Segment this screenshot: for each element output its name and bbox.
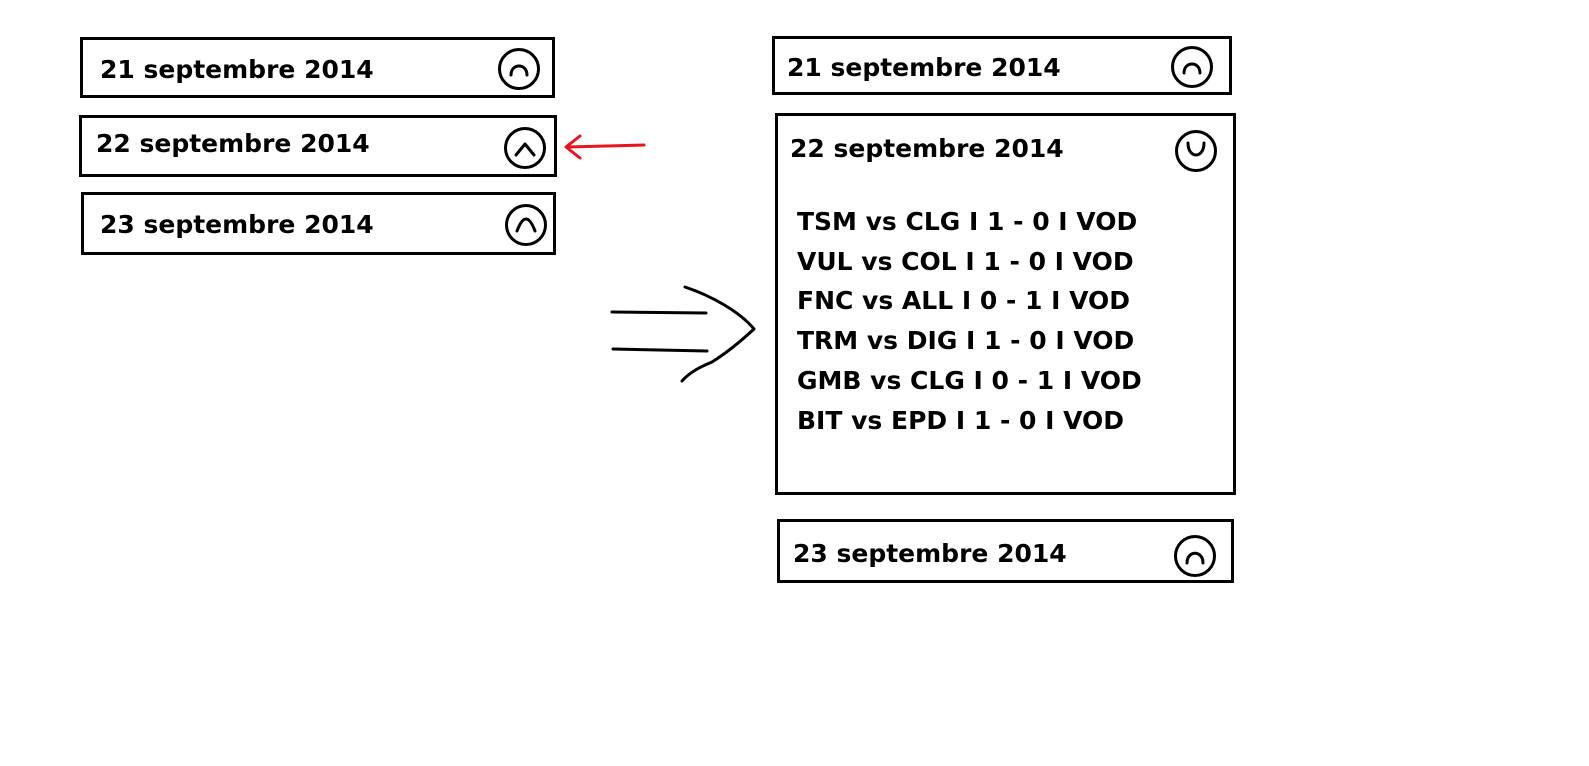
list-item[interactable]: FNC vs ALL I 0 - 1 I VOD bbox=[797, 286, 1131, 316]
accordion-row-21-left[interactable]: 21 septembre 2014 bbox=[80, 37, 555, 98]
accordion-row-23-left[interactable]: 23 septembre 2014 bbox=[81, 192, 556, 255]
row-date-label: 21 septembre 2014 bbox=[787, 53, 1061, 82]
accordion-row-23-right[interactable]: 23 septembre 2014 bbox=[777, 519, 1234, 583]
accordion-row-22-right-expanded[interactable]: 22 septembre 2014 TSM vs CLG I 1 - 0 I V… bbox=[775, 113, 1236, 495]
list-item[interactable]: TRM vs DIG I 1 - 0 I VOD bbox=[797, 326, 1135, 356]
double-arrow-icon bbox=[610, 285, 756, 383]
chevron-down-icon[interactable] bbox=[1174, 129, 1218, 173]
match-list: TSM vs CLG I 1 - 0 I VOD VUL vs COL I 1 … bbox=[797, 202, 1142, 440]
row-date-label: 23 septembre 2014 bbox=[100, 210, 374, 239]
accordion-row-21-right[interactable]: 21 septembre 2014 bbox=[772, 36, 1232, 95]
row-date-label: 22 septembre 2014 bbox=[96, 129, 370, 158]
chevron-up-icon[interactable] bbox=[503, 126, 547, 170]
row-date-label: 21 septembre 2014 bbox=[100, 55, 374, 84]
chevron-up-icon[interactable] bbox=[497, 47, 541, 91]
double-arrow-line-bottom bbox=[611, 347, 709, 353]
red-pointer-arrow-shaft bbox=[565, 143, 646, 149]
chevron-up-icon[interactable] bbox=[1170, 45, 1214, 89]
row-date-label: 23 septembre 2014 bbox=[793, 539, 1067, 568]
list-item[interactable]: TSM vs CLG I 1 - 0 I VOD bbox=[797, 207, 1138, 236]
list-item[interactable]: BIT vs EPD I 1 - 0 I VOD bbox=[797, 405, 1125, 435]
list-item[interactable]: VUL vs COL I 1 - 0 I VOD bbox=[797, 246, 1134, 276]
double-arrow-line-top bbox=[610, 310, 708, 315]
red-pointer-arrow-head bbox=[564, 134, 582, 160]
list-item[interactable]: GMB vs CLG I 0 - 1 I VOD bbox=[797, 365, 1142, 395]
row-date-label: 22 septembre 2014 bbox=[790, 134, 1064, 163]
double-arrow-head bbox=[680, 285, 756, 383]
chevron-up-icon[interactable] bbox=[1173, 534, 1217, 578]
accordion-row-22-left[interactable]: 22 septembre 2014 bbox=[79, 115, 557, 177]
chevron-up-icon[interactable] bbox=[504, 203, 548, 247]
red-pointer-arrow-icon bbox=[564, 134, 646, 160]
